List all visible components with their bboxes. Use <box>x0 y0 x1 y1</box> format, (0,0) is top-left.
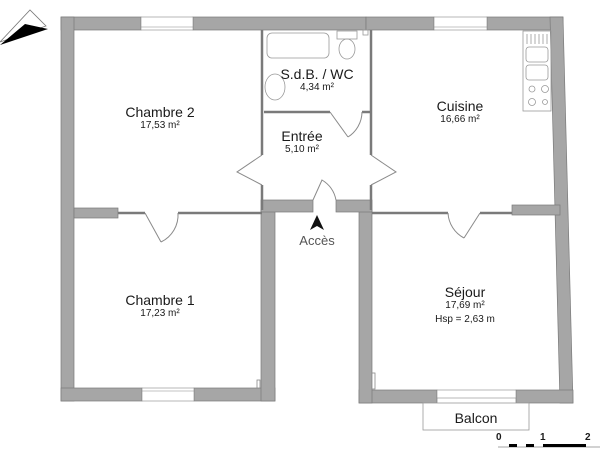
partitions <box>118 30 512 215</box>
ceiling-height: Hsp = 2,63 m <box>435 314 495 325</box>
room-chambre-2: Chambre 2 17,53 m² <box>125 104 194 132</box>
room-name: S.d.B. / WC <box>280 66 354 82</box>
windows <box>140 16 517 402</box>
walls <box>60 16 574 404</box>
room-name: Chambre 1 <box>125 292 195 308</box>
room-name: Cuisine <box>436 98 484 114</box>
room-cuisine: Cuisine 16,66 m² <box>437 98 484 126</box>
room-sejour: Séjour 17,69 m² Hsp = 2,63 m <box>435 284 495 326</box>
room-name: Entrée <box>281 128 323 144</box>
room-area: 5,10 m² <box>285 144 319 155</box>
scale-bar <box>498 444 600 448</box>
scale-tick-0: 0 <box>496 432 502 443</box>
north-arrow-icon <box>0 9 48 45</box>
room-area: 17,23 m² <box>140 308 180 319</box>
kitchen-counter <box>522 30 552 112</box>
room-area: 4,34 m² <box>300 82 334 93</box>
radiators <box>256 372 376 390</box>
access-label: Accès <box>299 233 335 248</box>
room-chambre-1: Chambre 1 17,23 m² <box>125 292 194 320</box>
access-arrow-icon <box>310 215 324 230</box>
balcony-label: Balcon <box>454 410 498 426</box>
scale-tick-1: 1 <box>540 432 546 443</box>
room-name: Séjour <box>444 284 486 300</box>
scale-tick-2: 2 <box>585 432 591 443</box>
room-name: Chambre 2 <box>125 104 195 120</box>
room-area: 17,69 m² <box>445 300 485 311</box>
room-area: 17,53 m² <box>140 120 180 131</box>
room-entree: Entrée 5,10 m² <box>281 128 322 156</box>
bathroom-fixtures <box>264 29 369 101</box>
room-sdb-wc: S.d.B. / WC 4,34 m² <box>280 66 353 94</box>
balcony <box>422 402 530 431</box>
doors <box>144 111 481 243</box>
room-area: 16,66 m² <box>440 114 480 125</box>
